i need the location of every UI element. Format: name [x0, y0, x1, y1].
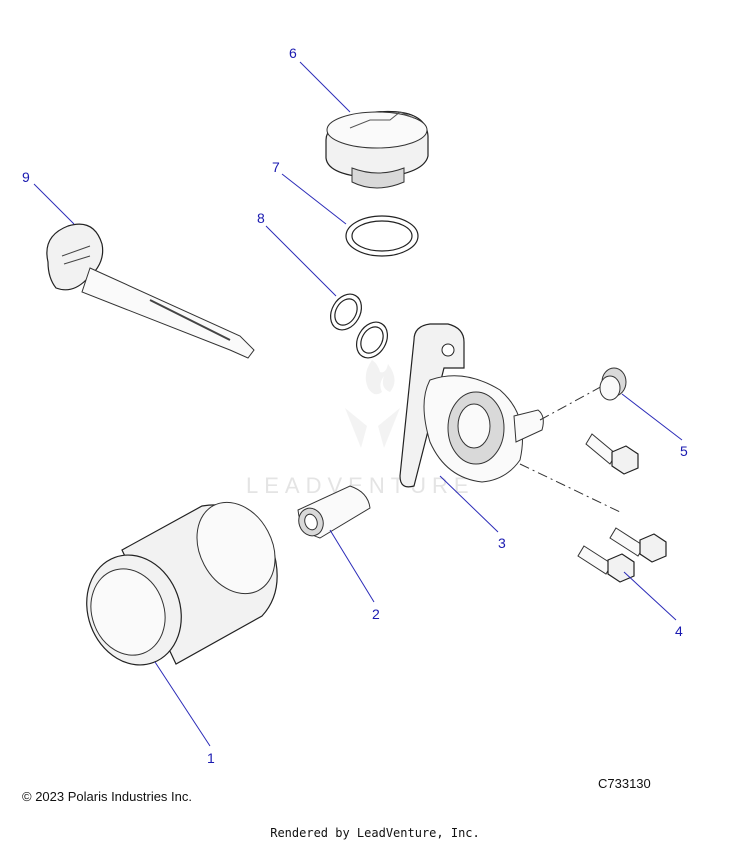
axis-line-upper [539, 383, 607, 421]
bolts [577, 433, 667, 583]
leader-line-2 [329, 529, 375, 603]
callout-number-2: 2 [372, 606, 380, 622]
leader-line-5 [621, 393, 683, 441]
leader-line-1 [154, 661, 211, 747]
o-ring-large [345, 215, 419, 257]
callout-number-9: 9 [22, 169, 30, 185]
leader-line-8 [265, 225, 337, 297]
callout-number-4: 4 [675, 623, 683, 639]
copyright-text: © 2023 Polaris Industries Inc. [22, 789, 192, 804]
callout-number-6: 6 [289, 45, 297, 61]
watermark-logo [345, 360, 400, 448]
callout-number-1: 1 [207, 750, 215, 766]
leader-line-7 [281, 173, 347, 225]
filter-adapter [399, 323, 544, 488]
callout-number-5: 5 [680, 443, 688, 459]
oil-filter [86, 501, 278, 666]
callout-number-8: 8 [257, 210, 265, 226]
leader-line-3 [439, 475, 499, 533]
rendered-by-text: Rendered by LeadVenture, Inc. [270, 826, 480, 840]
axis-line-lower [519, 463, 621, 513]
o-rings-small [329, 293, 389, 359]
sleeve [297, 485, 371, 539]
callout-number-7: 7 [272, 159, 280, 175]
leader-line-6 [299, 61, 351, 113]
leader-line-4 [623, 571, 677, 621]
oil-fill-cap [325, 110, 429, 189]
callout-number-3: 3 [498, 535, 506, 551]
plug [599, 367, 627, 401]
dipstick [46, 223, 255, 359]
diagram-code: C733130 [598, 776, 651, 791]
leader-lines [33, 61, 683, 747]
leader-line-9 [33, 183, 75, 225]
